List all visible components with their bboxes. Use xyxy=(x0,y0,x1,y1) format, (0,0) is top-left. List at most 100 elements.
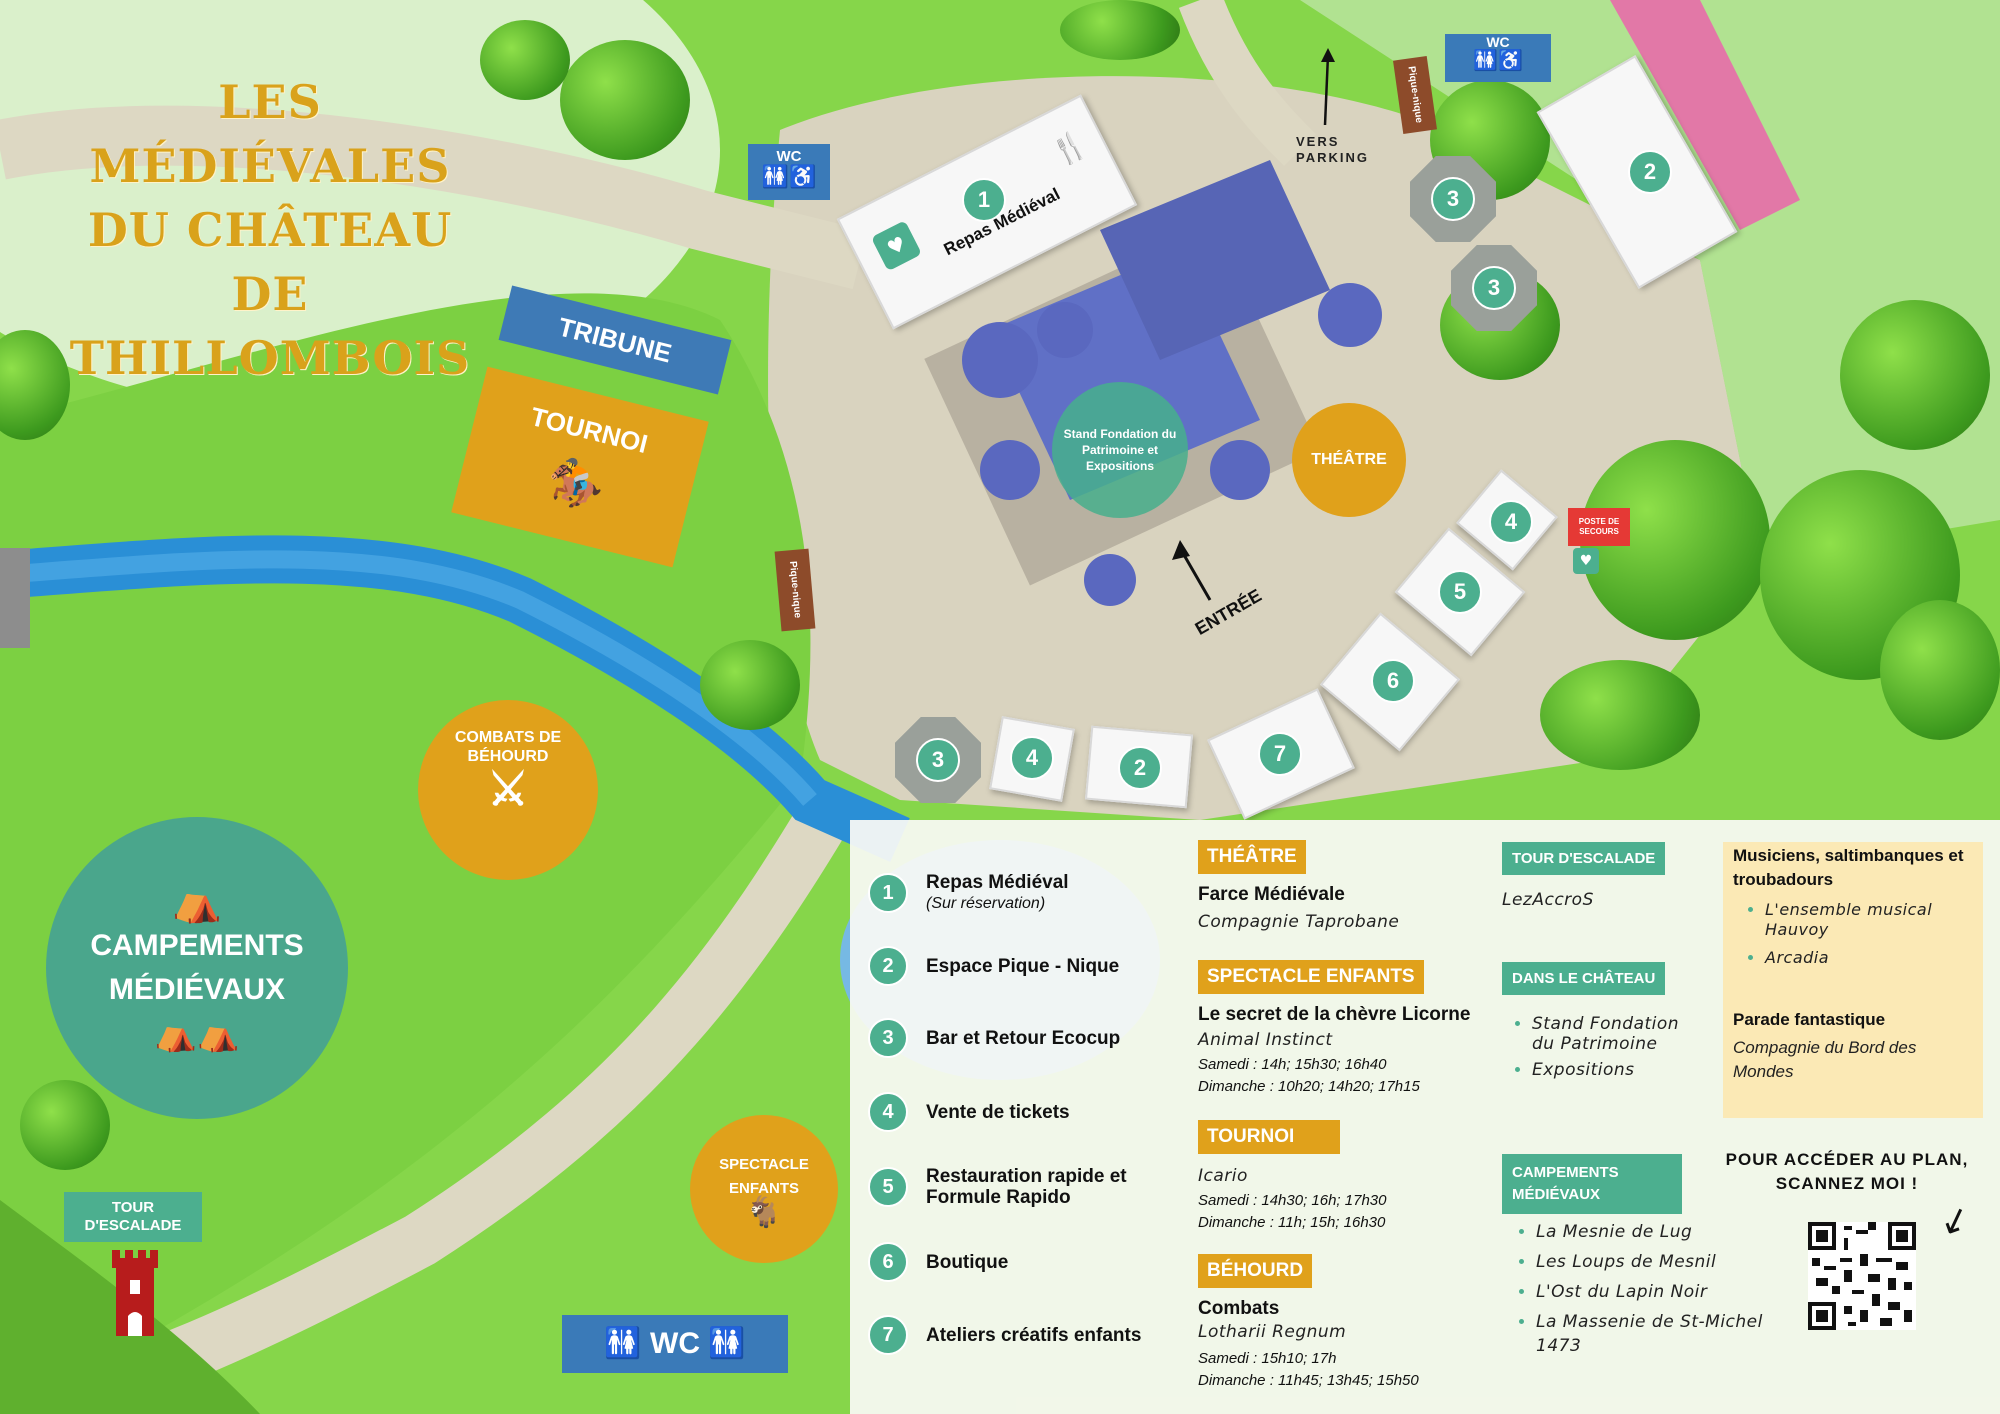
tents-icon: ⛺⛺ xyxy=(154,1015,240,1053)
list-item: L'ensemble musical Hauvoy xyxy=(1765,900,1985,940)
wc-label: WC xyxy=(650,1327,700,1360)
legend-number: 1 xyxy=(868,873,908,913)
tournoi-label: TOURNOI xyxy=(527,401,651,460)
event-company: Compagnie Taprobane xyxy=(1198,912,1400,932)
campements-label: CAMPEMENTS MÉDIÉVAUX xyxy=(90,929,304,1006)
list-item: Expositions xyxy=(1532,1060,1692,1080)
page-title: LES MÉDIÉVALES DU CHÂTEAU DE THILLOMBOIS xyxy=(40,70,500,390)
event-company: Animal Instinct xyxy=(1198,1030,1333,1050)
map-marker-4[interactable]: 4 xyxy=(1010,736,1054,780)
tree xyxy=(1840,300,1990,450)
musiciens-list: L'ensemble musical Hauvoy Arcadia xyxy=(1743,900,1985,974)
chateau-list: Stand Fondation du Patrimoine Exposition… xyxy=(1510,1014,1692,1086)
wc-sign-bottom[interactable]: 🚻 WC 🚻 xyxy=(562,1315,788,1373)
legend-number: 3 xyxy=(868,1018,908,1058)
event-schedule: Samedi : 15h10; 17h xyxy=(1198,1350,1337,1367)
legend-label: Ateliers créatifs enfants xyxy=(926,1324,1142,1346)
wc-sign[interactable]: WC 🚻♿ xyxy=(748,144,830,200)
legend-number: 7 xyxy=(868,1315,908,1355)
theatre-marker[interactable]: THÉÂTRE xyxy=(1292,403,1406,517)
tree xyxy=(1060,0,1180,60)
tree xyxy=(480,20,570,100)
behourd-marker[interactable]: COMBATS DE BÉHOURD ⚔ xyxy=(418,700,598,880)
list-item: L'Ost du Lapin Noir xyxy=(1536,1280,1766,1304)
title-line-3: DE THILLOMBOIS xyxy=(69,267,471,385)
map-marker-7[interactable]: 7 xyxy=(1258,732,1302,776)
spectacle-enfants-marker[interactable]: SPECTACLE ENFANTS 🐐 xyxy=(690,1115,838,1263)
picnic-sign-left[interactable]: Pique-nique xyxy=(774,548,816,632)
wc-label: WC xyxy=(1486,34,1510,50)
legend-label: Repas Médiéval xyxy=(926,872,1069,893)
musiciens-title: Musiciens, saltimbanques et troubadours xyxy=(1733,846,1964,889)
legend-item: 1 Repas Médiéval(Sur réservation) xyxy=(868,872,1069,914)
parking-direction: VERS PARKING xyxy=(1296,134,1369,165)
event-header-tournoi: TOURNOI xyxy=(1198,1120,1341,1154)
spectacle-enfants-label: SPECTACLE ENFANTS xyxy=(719,1156,809,1197)
qr-caption: POUR ACCÉDER AU PLAN, SCANNEZ MOI ! xyxy=(1725,1150,1969,1193)
event-company: Lotharii Regnum xyxy=(1198,1322,1347,1342)
event-header-behourd: BÉHOURD xyxy=(1198,1254,1313,1288)
toilet-icon: 🚻 xyxy=(699,1327,746,1360)
event-schedule: Dimanche : 11h45; 13h45; 15h50 xyxy=(1198,1372,1419,1389)
tour-escalade-sign[interactable]: TOUR D'ESCALADE xyxy=(64,1192,202,1242)
qr-code[interactable] xyxy=(1808,1222,1916,1330)
tree xyxy=(1540,660,1700,770)
event-header-theatre: THÉÂTRE xyxy=(1198,840,1306,874)
legend-number: 6 xyxy=(868,1242,908,1282)
wc-sign-top-right[interactable]: WC 🚻♿ xyxy=(1445,34,1551,82)
legend-item: 5 Restauration rapide et Formule Rapido xyxy=(868,1166,1156,1208)
knights-fighting-icon: ⚔ xyxy=(487,763,529,815)
behourd-label: COMBATS DE BÉHOURD xyxy=(454,729,562,765)
map-marker-4[interactable]: 4 xyxy=(1489,500,1533,544)
theatre-label: THÉÂTRE xyxy=(1311,451,1387,468)
stand-fondation-label: Stand Fondation du Patrimoine et Exposit… xyxy=(1063,427,1177,473)
picnic-label: Pique-nique xyxy=(1405,65,1425,125)
knight-horse-icon: 🏇 xyxy=(541,451,610,516)
map-marker-3[interactable]: 3 xyxy=(1431,177,1475,221)
parade-company: Compagnie du Bord des Mondes xyxy=(1733,1038,1917,1081)
tree xyxy=(700,640,800,730)
legend-label: Espace Pique - Nique xyxy=(926,955,1120,977)
map-marker-2[interactable]: 2 xyxy=(1118,746,1162,790)
tour-escalade-label: TOUR D'ESCALADE xyxy=(84,1199,182,1234)
list-item: La Mesnie de Lug xyxy=(1536,1220,1766,1244)
goat-icon: 🐐 xyxy=(745,1196,783,1229)
tree xyxy=(1880,600,2000,740)
event-title: Le secret de la chèvre Licorne xyxy=(1198,1004,1471,1025)
wc-label: WC xyxy=(776,148,802,165)
campements-marker[interactable]: ⛺ CAMPEMENTS MÉDIÉVAUX ⛺⛺ xyxy=(46,817,348,1119)
legend-number: 5 xyxy=(868,1167,908,1207)
picnic-label: Pique-nique xyxy=(787,561,803,619)
section-header-chateau: DANS LE CHÂTEAU xyxy=(1502,962,1666,995)
section-header-campements: CAMPEMENTS MÉDIÉVAUX xyxy=(1502,1154,1682,1214)
list-item: Les Loups de Mesnil xyxy=(1536,1250,1766,1274)
map-marker-6[interactable]: 6 xyxy=(1371,659,1415,703)
legend-item: 2 Espace Pique - Nique xyxy=(868,946,1119,986)
stand-fondation-marker[interactable]: Stand Fondation du Patrimoine et Exposit… xyxy=(1052,382,1188,518)
fork-knife-icon: 🍴 xyxy=(1046,125,1093,171)
section-header-tour-escalade: TOUR D'ESCALADE xyxy=(1502,842,1666,875)
map-marker-2[interactable]: 2 xyxy=(1628,150,1672,194)
legend-item: 3 Bar et Retour Ecocup xyxy=(868,1018,1120,1058)
tree xyxy=(0,330,70,440)
event-title: Combats xyxy=(1198,1298,1280,1319)
first-aid-post[interactable]: POSTE DE SECOURS xyxy=(1568,508,1630,546)
title-line-2: DU CHÂTEAU xyxy=(87,203,453,257)
map-marker-1[interactable]: 1 xyxy=(962,178,1006,222)
first-aid-label: POSTE DE SECOURS xyxy=(1578,517,1620,536)
legend-number: 2 xyxy=(868,946,908,986)
map-marker-3[interactable]: 3 xyxy=(916,738,960,782)
parade-title: Parade fantastique xyxy=(1733,1010,1886,1029)
title-line-1: LES MÉDIÉVALES xyxy=(89,75,451,193)
list-item: La Massenie de St-Michel 1473 xyxy=(1536,1310,1766,1358)
legend-label: Vente de tickets xyxy=(926,1101,1070,1123)
musiciens-box: Musiciens, saltimbanques et troubadours … xyxy=(1723,842,1983,1118)
circus-tent-icon: ⛺ xyxy=(172,880,222,924)
legend-label: Restauration rapide et Formule Rapido xyxy=(926,1166,1127,1208)
tower-icon xyxy=(112,1248,158,1336)
map-marker-5[interactable]: 5 xyxy=(1438,570,1482,614)
tour-escalade-value: LezAccroS xyxy=(1502,890,1594,910)
heart-defibrillator-icon: ♥ xyxy=(1573,548,1599,574)
map-marker-3[interactable]: 3 xyxy=(1472,266,1516,310)
event-header-spectacle: SPECTACLE ENFANTS xyxy=(1198,960,1424,994)
